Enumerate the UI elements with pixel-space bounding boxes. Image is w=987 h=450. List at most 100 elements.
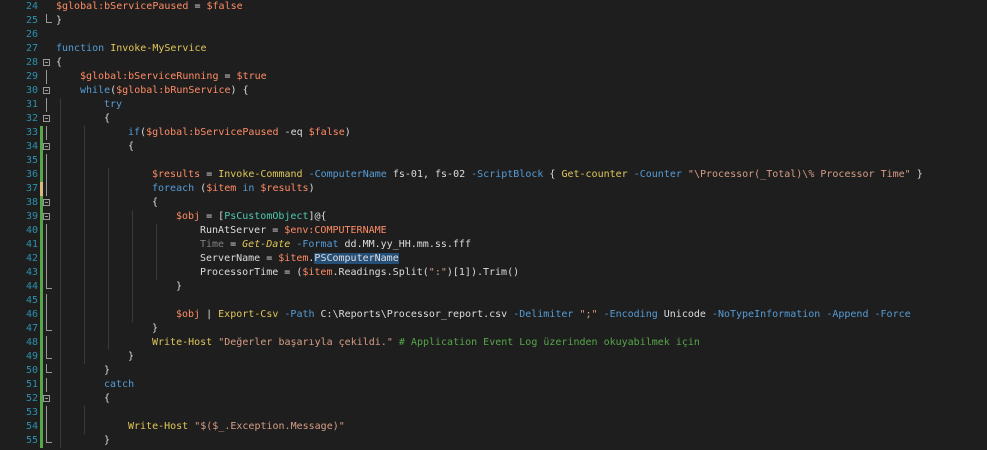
code-content[interactable]: { bbox=[104, 112, 110, 126]
indent-guide bbox=[132, 224, 133, 238]
code-content[interactable]: } bbox=[176, 280, 182, 294]
code-content[interactable]: Time = Get-Date -Format dd.MM.yy_HH.mm.s… bbox=[200, 238, 471, 252]
code-content[interactable]: } bbox=[56, 14, 62, 28]
fold-region-line bbox=[46, 224, 47, 238]
code-line[interactable]: 53 bbox=[0, 406, 987, 420]
code-line[interactable]: 41 Time = Get-Date -Format dd.MM.yy_HH.mm… bbox=[0, 238, 987, 252]
parameter: -Format bbox=[296, 239, 339, 250]
code-content[interactable]: { bbox=[128, 140, 134, 154]
code-content[interactable]: ServerName = $item.PSComputerName bbox=[200, 252, 399, 266]
code-content[interactable]: function Invoke-MyService bbox=[56, 42, 207, 56]
parameter: -Append bbox=[826, 309, 869, 320]
code-line[interactable]: 49} bbox=[0, 350, 987, 364]
keyword: try bbox=[104, 99, 123, 110]
indent-guide bbox=[60, 350, 61, 364]
code-text: ) bbox=[308, 183, 315, 194]
variable: $item bbox=[302, 267, 333, 278]
collapse-icon[interactable] bbox=[43, 143, 50, 150]
code-line[interactable]: 32{ bbox=[0, 112, 987, 126]
code-content[interactable]: { bbox=[152, 196, 158, 210]
code-line[interactable]: 36$results = Invoke-Command -ComputerNam… bbox=[0, 168, 987, 182]
code-content[interactable]: } bbox=[104, 364, 110, 378]
code-line[interactable]: 44} bbox=[0, 280, 987, 294]
code-content[interactable]: Write-Host "$($_.Exception.Message)" bbox=[128, 420, 345, 434]
code-content[interactable]: } bbox=[104, 434, 110, 448]
variable: $results bbox=[260, 183, 309, 194]
code-content[interactable]: { bbox=[56, 56, 62, 70]
line-number: 41 bbox=[25, 239, 38, 250]
code-content[interactable]: $obj = [PsCustomObject]@{ bbox=[176, 210, 327, 224]
saved-change-marker bbox=[40, 294, 43, 308]
code-line[interactable]: 34{ bbox=[0, 140, 987, 154]
code-text: = [ bbox=[200, 211, 225, 222]
code-text: fs-01, fs-02 bbox=[386, 169, 472, 180]
code-line[interactable]: 26 bbox=[0, 28, 987, 42]
code-line[interactable]: 55} bbox=[0, 434, 987, 448]
code-line[interactable]: 29$global:bServiceRunning = $true bbox=[0, 70, 987, 84]
code-line[interactable]: 52 { bbox=[0, 392, 987, 406]
code-content[interactable]: $results = Invoke-Command -ComputerName … bbox=[152, 168, 923, 182]
collapse-icon[interactable] bbox=[43, 199, 50, 206]
code-line[interactable]: 25} bbox=[0, 14, 987, 28]
code-content[interactable]: RunAtServer = $env:COMPUTERNAME bbox=[200, 224, 387, 238]
line-number: 52 bbox=[25, 393, 38, 404]
collapse-icon[interactable] bbox=[43, 213, 50, 220]
code-line[interactable]: 50} bbox=[0, 364, 987, 378]
code-content[interactable]: $global:bServiceRunning = $true bbox=[80, 70, 267, 84]
indent-guide bbox=[84, 196, 85, 210]
saved-change-marker bbox=[40, 210, 43, 224]
indent-guide bbox=[60, 210, 61, 224]
line-number: 26 bbox=[25, 29, 38, 40]
collapse-icon[interactable] bbox=[43, 115, 50, 122]
code-text: ServerName = bbox=[200, 253, 279, 264]
cmdlet: Get-Date bbox=[242, 239, 291, 250]
code-content[interactable]: try bbox=[104, 98, 122, 112]
fold-region-line bbox=[46, 168, 47, 182]
code-line[interactable]: 28{ bbox=[0, 56, 987, 70]
code-line[interactable]: 24$global:bServicePaused = $false bbox=[0, 0, 987, 14]
code-content[interactable]: $obj | Export-Csv -Path C:\Reports\Proce… bbox=[176, 308, 911, 322]
code-content[interactable]: while($global:bRunService) { bbox=[80, 84, 249, 98]
cmdlet: Write-Host bbox=[152, 337, 213, 348]
line-number: 37 bbox=[25, 183, 38, 194]
code-line[interactable]: 37 foreach ($item in $results) bbox=[0, 182, 987, 196]
indent-guide bbox=[60, 336, 61, 350]
collapse-icon[interactable] bbox=[43, 395, 50, 402]
collapse-icon[interactable] bbox=[43, 59, 50, 66]
code-line[interactable]: 35 bbox=[0, 154, 987, 168]
indent-guide bbox=[156, 224, 157, 238]
code-content[interactable]: if($global:bServicePaused -eq $false) bbox=[128, 126, 351, 140]
code-content[interactable]: catch bbox=[104, 378, 134, 392]
code-text: = bbox=[188, 1, 207, 12]
indent-guide bbox=[108, 196, 109, 210]
indent-guide bbox=[156, 252, 157, 266]
code-content[interactable]: ProcessorTime = ($item.Readings.Split(":… bbox=[200, 266, 519, 280]
indent-guide bbox=[156, 238, 157, 252]
code-line[interactable]: 45 bbox=[0, 294, 987, 308]
code-line[interactable]: 47} bbox=[0, 322, 987, 336]
code-content[interactable]: } bbox=[128, 350, 134, 364]
code-line[interactable]: 38{ bbox=[0, 196, 987, 210]
code-content[interactable]: foreach ($item in $results) bbox=[152, 182, 315, 196]
code-content[interactable]: Write-Host "Değerler başarıyla çekildi."… bbox=[152, 336, 700, 350]
line-number: 44 bbox=[25, 281, 38, 292]
code-line[interactable]: 39$obj = [PsCustomObject]@{ bbox=[0, 210, 987, 224]
code-content[interactable]: } bbox=[152, 322, 158, 336]
code-content[interactable]: { bbox=[104, 392, 110, 406]
code-text: { bbox=[104, 393, 111, 404]
code-text: { bbox=[104, 113, 111, 124]
code-line[interactable]: 46$obj | Export-Csv -Path C:\Reports\Pro… bbox=[0, 308, 987, 322]
code-content[interactable]: $global:bServicePaused = $false bbox=[56, 0, 243, 14]
collapse-icon[interactable] bbox=[43, 87, 50, 94]
